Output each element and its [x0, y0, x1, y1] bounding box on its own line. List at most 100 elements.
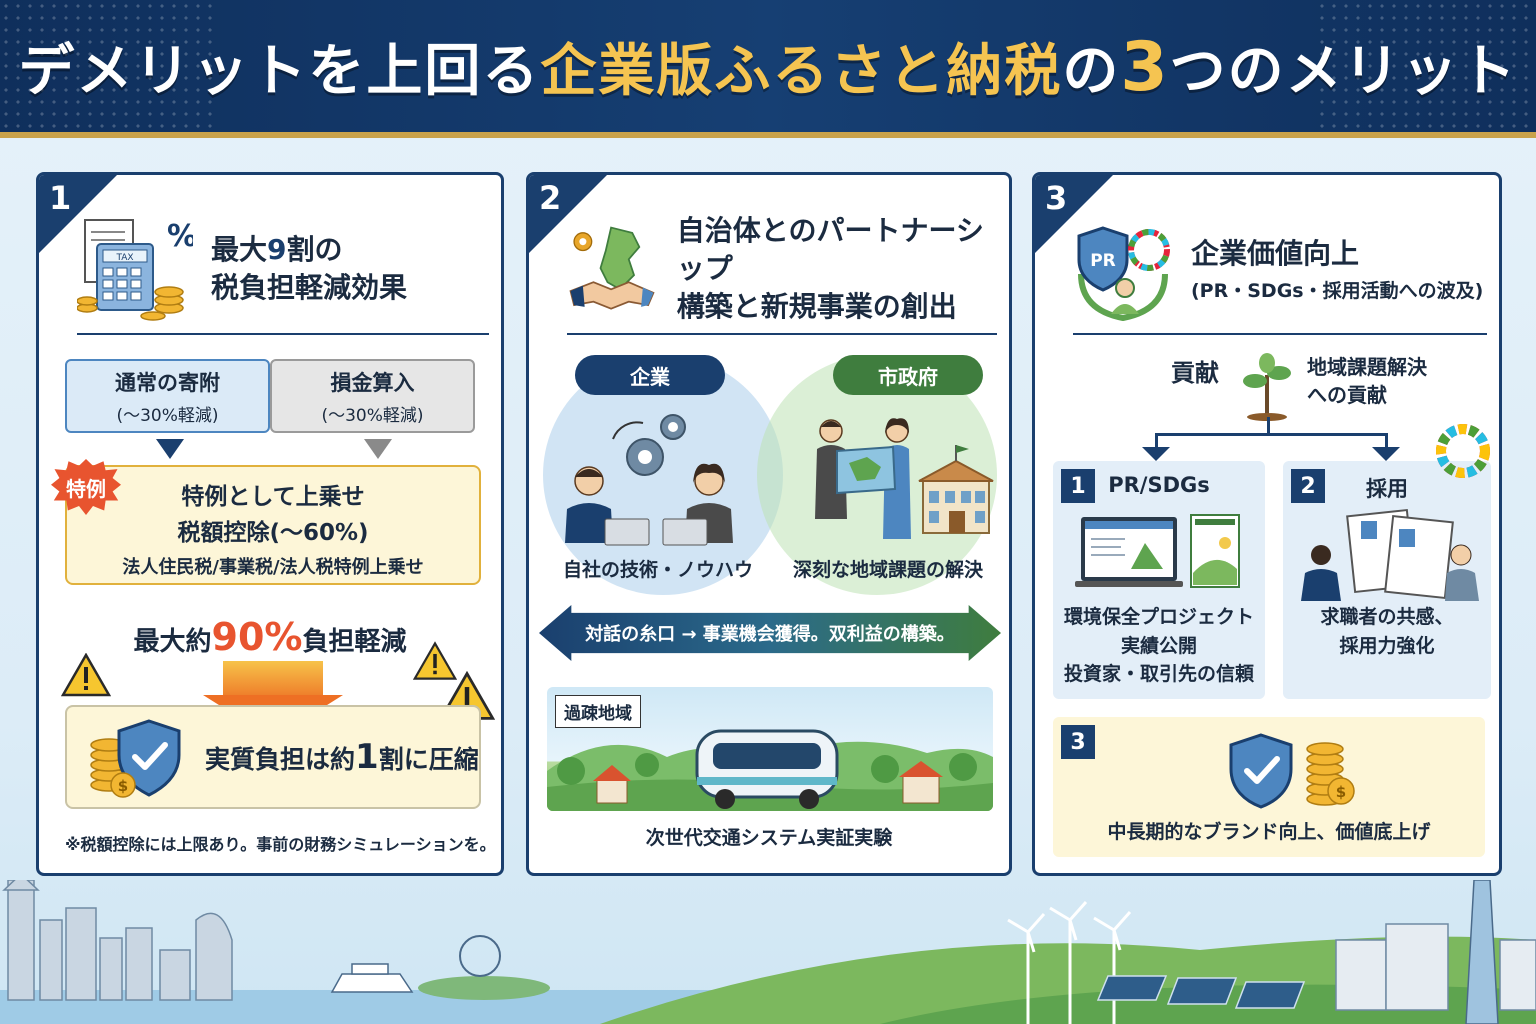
- special-deduction-box: 特例 特例として上乗せ 税額控除(〜60%) 法人住民税/事業税/法人税特例上乗…: [51, 459, 481, 585]
- officials-map-building-icon: [815, 418, 994, 539]
- contribution-row: 貢献 地域課題解決 への貢献: [1035, 351, 1499, 421]
- regular-donation-box: 通常の寄附 (〜30%軽減): [65, 359, 270, 433]
- title-part: つのメリット: [1169, 38, 1518, 104]
- sdgs-wheel-icon: [1436, 424, 1490, 478]
- warning-icon: [61, 653, 111, 697]
- max-reduction-text: 最大約90%負担軽減: [39, 615, 501, 659]
- rural-scene: 過疎地域: [547, 687, 993, 811]
- city-skyline-illustration: [0, 880, 1536, 1024]
- pr-shield-sdgs-icon: PR: [1077, 226, 1170, 322]
- big-arrow-shaft: [223, 661, 323, 697]
- panel-header: TAX % 最大9割の 税負担軽減効果: [77, 205, 489, 335]
- svg-text:$: $: [118, 777, 128, 795]
- title-part: の: [1062, 38, 1121, 104]
- special-subtitle: 税額控除(〜60%): [177, 520, 369, 546]
- panel-title-line2: 構築と新規事業の創出: [676, 289, 957, 323]
- contribution-description: 地域課題解決 への貢献: [1307, 353, 1427, 409]
- arrow-down-icon: [364, 439, 392, 459]
- panel-number: 1: [49, 179, 72, 217]
- business-people-laptops-icon: [565, 414, 733, 546]
- panel-tax-reduction: 1 TAX % 最大9割の 税負担軽減効果: [36, 172, 504, 876]
- panel-number: 2: [539, 179, 562, 217]
- calculator-coins-icon: TAX %: [77, 219, 193, 321]
- handshake-map-icon: [569, 226, 655, 310]
- panel-title-part: 最大: [211, 233, 268, 267]
- rural-caption: 次世代交通システム実証実験: [645, 827, 893, 849]
- max-text-part: 負担軽減: [302, 627, 407, 657]
- shield-label: PR: [1090, 251, 1116, 271]
- company-pill: 企業: [575, 355, 725, 395]
- panel-title: 最大9割の 税負担軽減効果: [211, 231, 407, 307]
- contribution-line: への貢献: [1307, 383, 1387, 407]
- header-dot-pattern-right: [1316, 0, 1536, 132]
- max-number: 90%: [211, 615, 303, 659]
- card-text-line: 実績公開: [1120, 634, 1197, 657]
- title-number: 3: [1120, 27, 1170, 107]
- company-caption: 自社の技術・ノウハウ: [563, 559, 754, 581]
- arrow-down-icon: [1372, 447, 1400, 461]
- contribution-label: 貢献: [1171, 359, 1219, 387]
- footnote: ※税額控除には上限あり。事前の財務シミュレーションを。: [65, 835, 496, 854]
- connector-line: [1155, 433, 1387, 436]
- result-text-part: 実質負担は約: [205, 745, 356, 774]
- svg-text:%: %: [167, 219, 193, 254]
- box-subtitle: (〜30%軽減): [321, 405, 424, 426]
- title-highlight: 企業版ふるさと納税: [540, 38, 1063, 104]
- svg-text:$: $: [1336, 783, 1346, 801]
- panel-header: 自治体とのパートナーシップ 構築と新規事業の創出: [567, 205, 997, 335]
- panel-header: PR 企業価値向上 (PR・SDGs・採用活動への波及): [1073, 205, 1487, 335]
- contribution-line: 地域課題解決: [1307, 355, 1427, 379]
- panel-number: 3: [1045, 179, 1068, 217]
- connector-line: [1155, 433, 1158, 449]
- city-pill: 市政府: [833, 355, 983, 395]
- brand-value-text: 中長期的なブランド向上、価値底上げ: [1107, 821, 1431, 843]
- card-number: 3: [1061, 725, 1095, 759]
- box-subtitle: (〜30%軽減): [116, 405, 219, 426]
- calculator-label: TAX: [115, 253, 133, 263]
- shield-coins-icon: $: [1229, 733, 1355, 809]
- rural-bus-illustration: [547, 729, 993, 811]
- result-text-part: 割に圧縮: [378, 745, 479, 774]
- arrow-down-icon: [1142, 447, 1170, 461]
- laptop-report-icon: [1075, 514, 1240, 588]
- connector-line: [1267, 417, 1270, 435]
- deduction-boxes: 通常の寄附 (〜30%軽減) 損金算入 (〜30%軽減): [65, 359, 475, 433]
- special-title: 特例として上乗せ: [181, 484, 365, 510]
- connector-line: [1385, 433, 1388, 449]
- panel-title-number: 9: [267, 233, 287, 267]
- box-title: 損金算入: [330, 370, 415, 395]
- panel-title-line2: 税負担軽減効果: [211, 271, 408, 304]
- interview-resume-icon: [1301, 508, 1479, 601]
- shield-coins-icon: $: [90, 719, 181, 798]
- venn-diagram: 企業 市政府: [543, 355, 999, 595]
- recruitment-card: 2 採用 求職者の共感、 採用力強化: [1283, 461, 1491, 699]
- panel-title-part: 割の: [286, 233, 343, 267]
- pr-sdgs-card: 1 PR/SDGs 環境保全プロジェクト 実績公開 投資家・取引先の信頼: [1053, 461, 1265, 699]
- actual-burden-text: 実質負担は約1割に圧縮: [205, 737, 479, 777]
- panel-title-line1: 自治体とのパートナーシップ: [676, 214, 984, 286]
- panel-corner: [529, 175, 607, 253]
- panel-partnership: 2 自治体とのパートナーシップ 構築と新規事業の創出 企業 市政府: [526, 172, 1012, 876]
- card-text-line: 求職者の共感、: [1320, 606, 1454, 628]
- panel-title: 企業価値向上: [1191, 236, 1360, 270]
- title-part: デメリットを上回る: [18, 38, 541, 104]
- sapling-icon: [1243, 353, 1291, 421]
- max-text-part: 最大約: [133, 627, 212, 657]
- rural-area-label: 過疎地域: [555, 695, 641, 728]
- card-text: 環境保全プロジェクト 実績公開 投資家・取引先の信頼: [1053, 603, 1265, 689]
- warning-icon: [413, 641, 457, 680]
- card-text-line: 投資家・取引先の信頼: [1063, 663, 1254, 685]
- card-text-line: 環境保全プロジェクト: [1063, 606, 1254, 628]
- header-banner: デメリットを上回る企業版ふるさと納税の3つのメリット: [0, 0, 1536, 138]
- panel-subtitle: (PR・SDGs・採用活動への波及): [1191, 280, 1484, 303]
- panel-corporate-value: 3 PR 企業価値向上 (PR・SDGs・採用活動への波及) 貢献 地域課題解決: [1032, 172, 1502, 876]
- dialog-double-arrow: 対話の糸口 → 事業機会獲得。双利益の構築。: [539, 605, 1001, 661]
- arrow-down-icon: [156, 439, 184, 459]
- panel-title: 自治体とのパートナーシップ 構築と新規事業の創出: [677, 212, 997, 325]
- city-caption: 深刻な地域課題の解決: [793, 559, 984, 581]
- header-dot-pattern-left: [0, 0, 220, 132]
- brand-value-card: 3 $ 中長期的なブランド向上、価値底上げ: [1053, 717, 1485, 857]
- card-title: 採用: [1366, 477, 1408, 501]
- card-number: 1: [1061, 469, 1095, 503]
- special-detail: 法人住民税/事業税/法人税特例上乗せ: [122, 557, 424, 578]
